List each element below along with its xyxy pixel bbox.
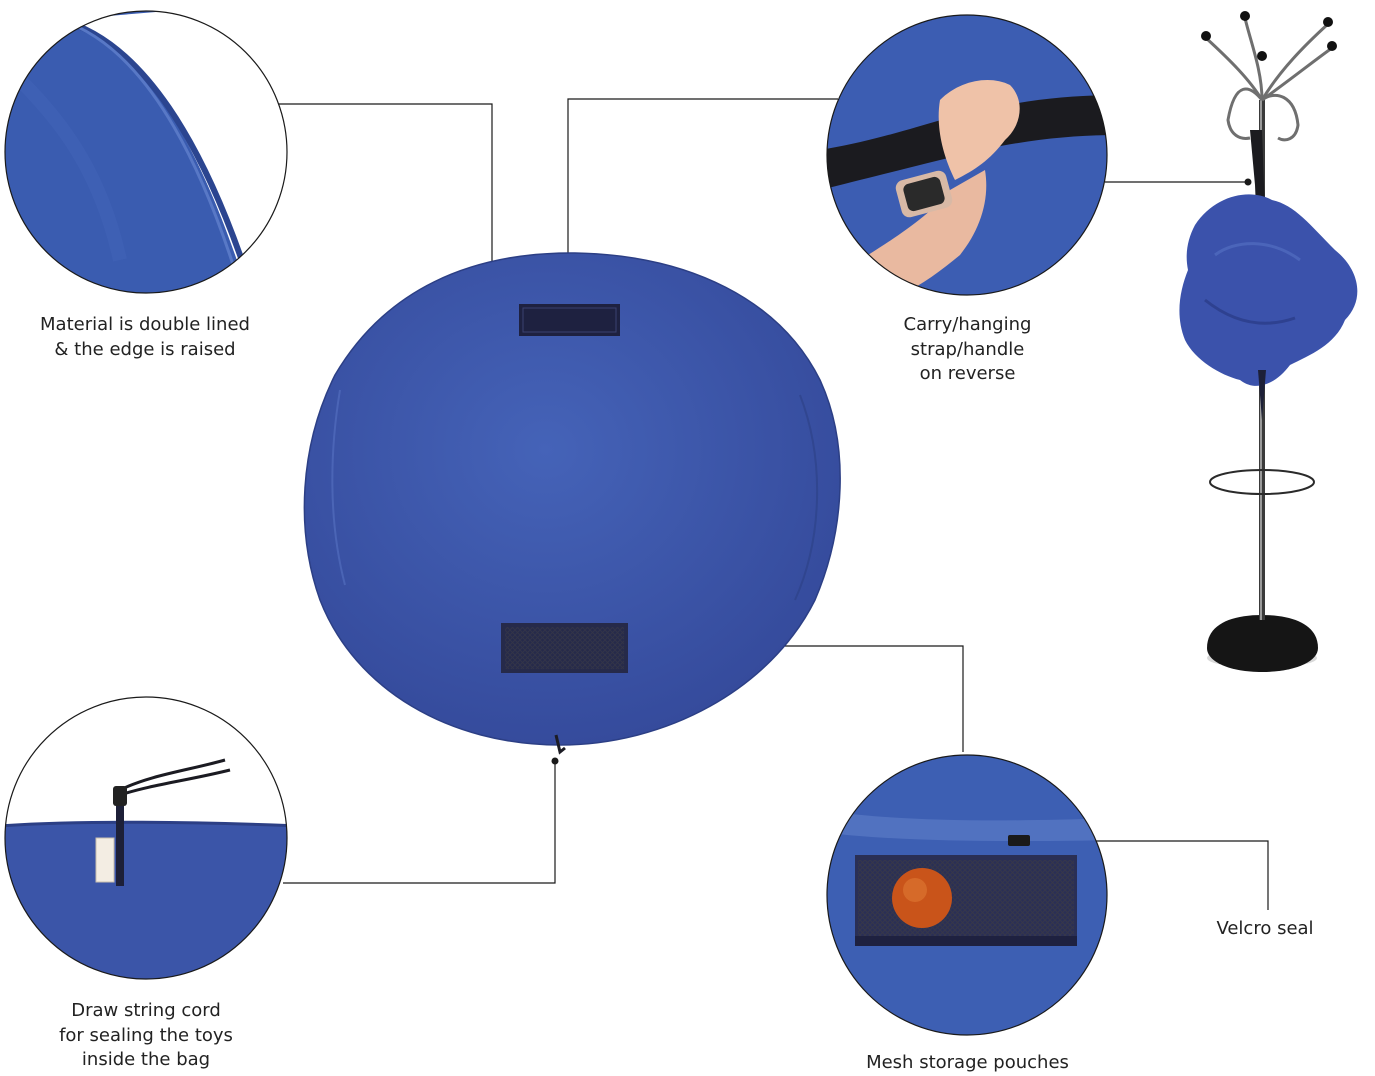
leader-line-velcro <box>1020 840 1269 910</box>
leader-line-drawstring <box>283 762 556 884</box>
detail-circle-drawstring <box>4 696 288 980</box>
drawstring-toggle <box>554 734 566 755</box>
detail-mesh-pouch <box>827 755 1107 1035</box>
hanging-bag <box>1179 194 1358 386</box>
caption-material-double-lined: Material is double lined & the edge is r… <box>40 314 250 360</box>
detail-drawstring <box>5 697 287 979</box>
caption-drawstring: Draw string cord for sealing the toys in… <box>59 1000 233 1070</box>
hand <box>938 80 1020 180</box>
caption-carry-strap: Carry/hanging strap/handle on reverse <box>903 314 1032 384</box>
detail-fabric-edge <box>5 11 287 293</box>
caption-mesh-pouches: Mesh storage pouches <box>866 1052 1069 1073</box>
detail-circle-fabric <box>4 10 288 294</box>
detail-circle-mesh <box>826 754 1108 1036</box>
coat-stand <box>1179 11 1358 672</box>
detail-carry-strap <box>827 15 1107 295</box>
brand-tag <box>95 837 115 883</box>
leader-line-material <box>278 103 493 264</box>
detail-circle-strap <box>826 14 1108 296</box>
play-mat <box>303 252 841 755</box>
top-velcro-patch <box>519 304 620 336</box>
velcro-tab <box>1008 835 1030 846</box>
caption-velcro-seal: Velcro seal <box>1216 918 1314 939</box>
